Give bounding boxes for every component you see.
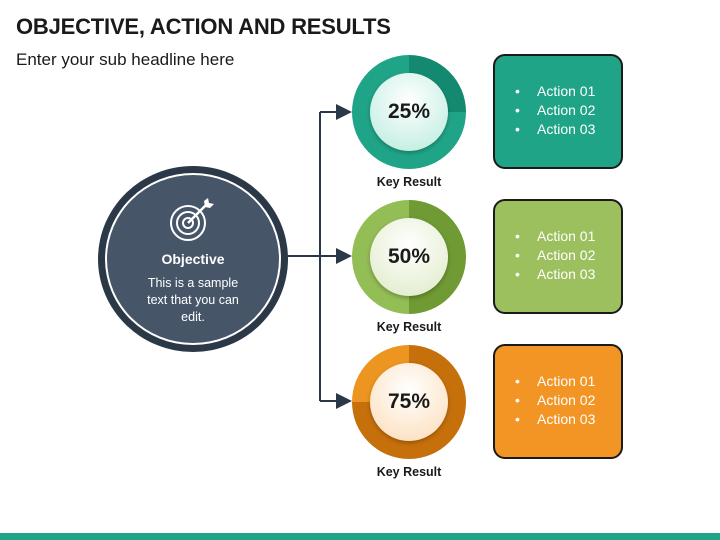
action-item: Action 01 [515, 372, 621, 391]
key-result-label-2: Key Result [376, 320, 442, 334]
key-result-ring-1: 25% [352, 55, 466, 169]
action-item: Action 03 [515, 120, 621, 139]
objective-circle: Objective This is a sample text that you… [98, 166, 288, 352]
key-result-label-1: Key Result [376, 175, 442, 189]
action-list-2: Action 01 Action 02 Action 03 [515, 227, 621, 284]
key-result-label-3: Key Result [376, 465, 442, 479]
key-result-ring-2: 50% [352, 200, 466, 314]
action-item: Action 03 [515, 410, 621, 429]
objective-text: This is a sample text that you can edit. [147, 276, 239, 324]
action-box-1: Action 01 Action 02 Action 03 [493, 54, 623, 169]
action-box-2: Action 01 Action 02 Action 03 [493, 199, 623, 314]
action-item: Action 01 [515, 82, 621, 101]
action-item: Action 02 [515, 246, 621, 265]
target-icon [170, 198, 214, 241]
objective-inner: Objective This is a sample text that you… [105, 173, 281, 345]
key-result-value-3: 75% [370, 363, 448, 441]
key-result-ring-3: 75% [352, 345, 466, 459]
action-list-1: Action 01 Action 02 Action 03 [515, 82, 621, 139]
action-item: Action 03 [515, 265, 621, 284]
action-item: Action 02 [515, 101, 621, 120]
action-item: Action 02 [515, 391, 621, 410]
key-result-value-1: 25% [370, 73, 448, 151]
key-result-value-2: 50% [370, 218, 448, 296]
page-subtitle: Enter your sub headline here [16, 50, 235, 69]
action-list-3: Action 01 Action 02 Action 03 [515, 372, 621, 429]
action-item: Action 01 [515, 227, 621, 246]
objective-title: Objective [161, 251, 225, 267]
page-title: OBJECTIVE, ACTION AND RESULTS [16, 14, 391, 39]
action-box-3: Action 01 Action 02 Action 03 [493, 344, 623, 459]
bottom-accent-bar [0, 533, 720, 540]
